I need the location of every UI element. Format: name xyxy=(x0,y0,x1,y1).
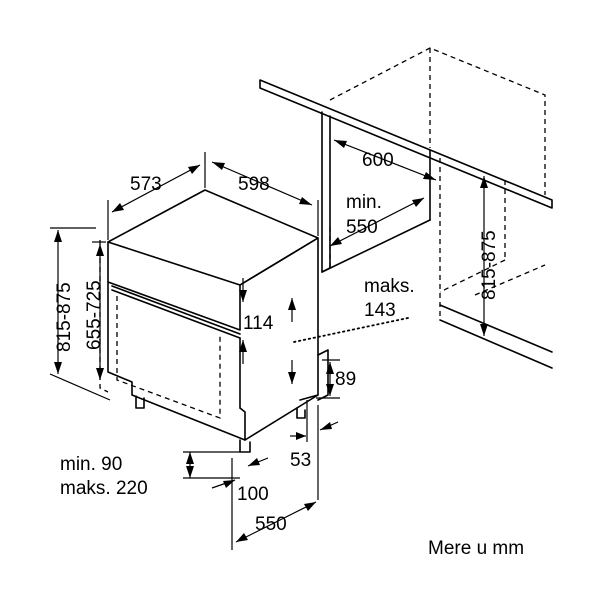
label-maks-220: maks. 220 xyxy=(60,478,148,499)
dim-100: 100 xyxy=(211,457,269,505)
cabinet-top-dashed xyxy=(329,47,546,195)
units-note: Mere u mm xyxy=(428,538,524,559)
label-815-875-left: 815-875 xyxy=(54,282,75,352)
label-815-875-right: 815-875 xyxy=(479,230,500,300)
foot-right xyxy=(296,407,306,419)
front-panel xyxy=(107,241,241,331)
dim-114: 114 xyxy=(239,278,296,384)
label-100: 100 xyxy=(237,484,269,505)
dim-600: 600 xyxy=(333,139,437,181)
label-maks-143: 143 xyxy=(364,300,396,321)
side-face xyxy=(239,237,319,441)
right-cab-dash-3 xyxy=(439,259,506,293)
label-573: 573 xyxy=(130,174,162,195)
label-niche-min: min. xyxy=(346,192,382,213)
door-bottom xyxy=(239,407,246,441)
label-89: 89 xyxy=(335,369,356,390)
foot-left xyxy=(135,395,145,409)
dim-53: 53 xyxy=(290,400,339,500)
dim-maks-143: maks. 143 xyxy=(293,276,415,343)
front-panel-lower2 xyxy=(111,289,241,339)
side-panel xyxy=(321,111,331,273)
dim-815-875-right: 815-875 xyxy=(479,176,500,336)
top-face xyxy=(107,189,319,286)
dim-573: 573 xyxy=(107,152,206,240)
plinth-line xyxy=(299,394,319,401)
label-655-725: 655-725 xyxy=(84,280,105,350)
label-114: 114 xyxy=(243,313,274,334)
dim-815-875-left: 815-875 xyxy=(49,227,111,401)
dishwasher-body xyxy=(107,189,329,453)
label-53: 53 xyxy=(290,450,311,471)
label-600: 600 xyxy=(362,150,394,171)
right-cab-dash-4 xyxy=(474,264,546,296)
front-lower xyxy=(107,281,246,441)
label-550-bottom: 550 xyxy=(255,514,287,535)
dim-min90-maks220: min. 90 maks. 220 xyxy=(60,451,240,499)
cabinet-niche xyxy=(259,47,553,369)
dim-550-bottom: 550 xyxy=(231,458,317,550)
label-min-90: min. 90 xyxy=(60,454,122,475)
plinth-step xyxy=(317,349,329,401)
dim-655-725: 655-725 xyxy=(84,240,109,393)
worktop xyxy=(259,79,553,209)
label-niche-550: 550 xyxy=(346,217,378,238)
dim-89: 89 xyxy=(316,359,356,399)
floor-line-2 xyxy=(439,304,553,353)
floor-line-1 xyxy=(439,319,553,369)
label-598: 598 xyxy=(238,174,270,195)
door-dashed xyxy=(116,296,221,419)
front-panel-lower xyxy=(111,285,241,335)
dim-min-550: min. 550 xyxy=(329,192,425,247)
dim-598: 598 xyxy=(211,161,319,236)
foot-front xyxy=(239,439,251,453)
side-panel-bottom xyxy=(321,219,431,273)
label-maks: maks. xyxy=(364,276,415,297)
